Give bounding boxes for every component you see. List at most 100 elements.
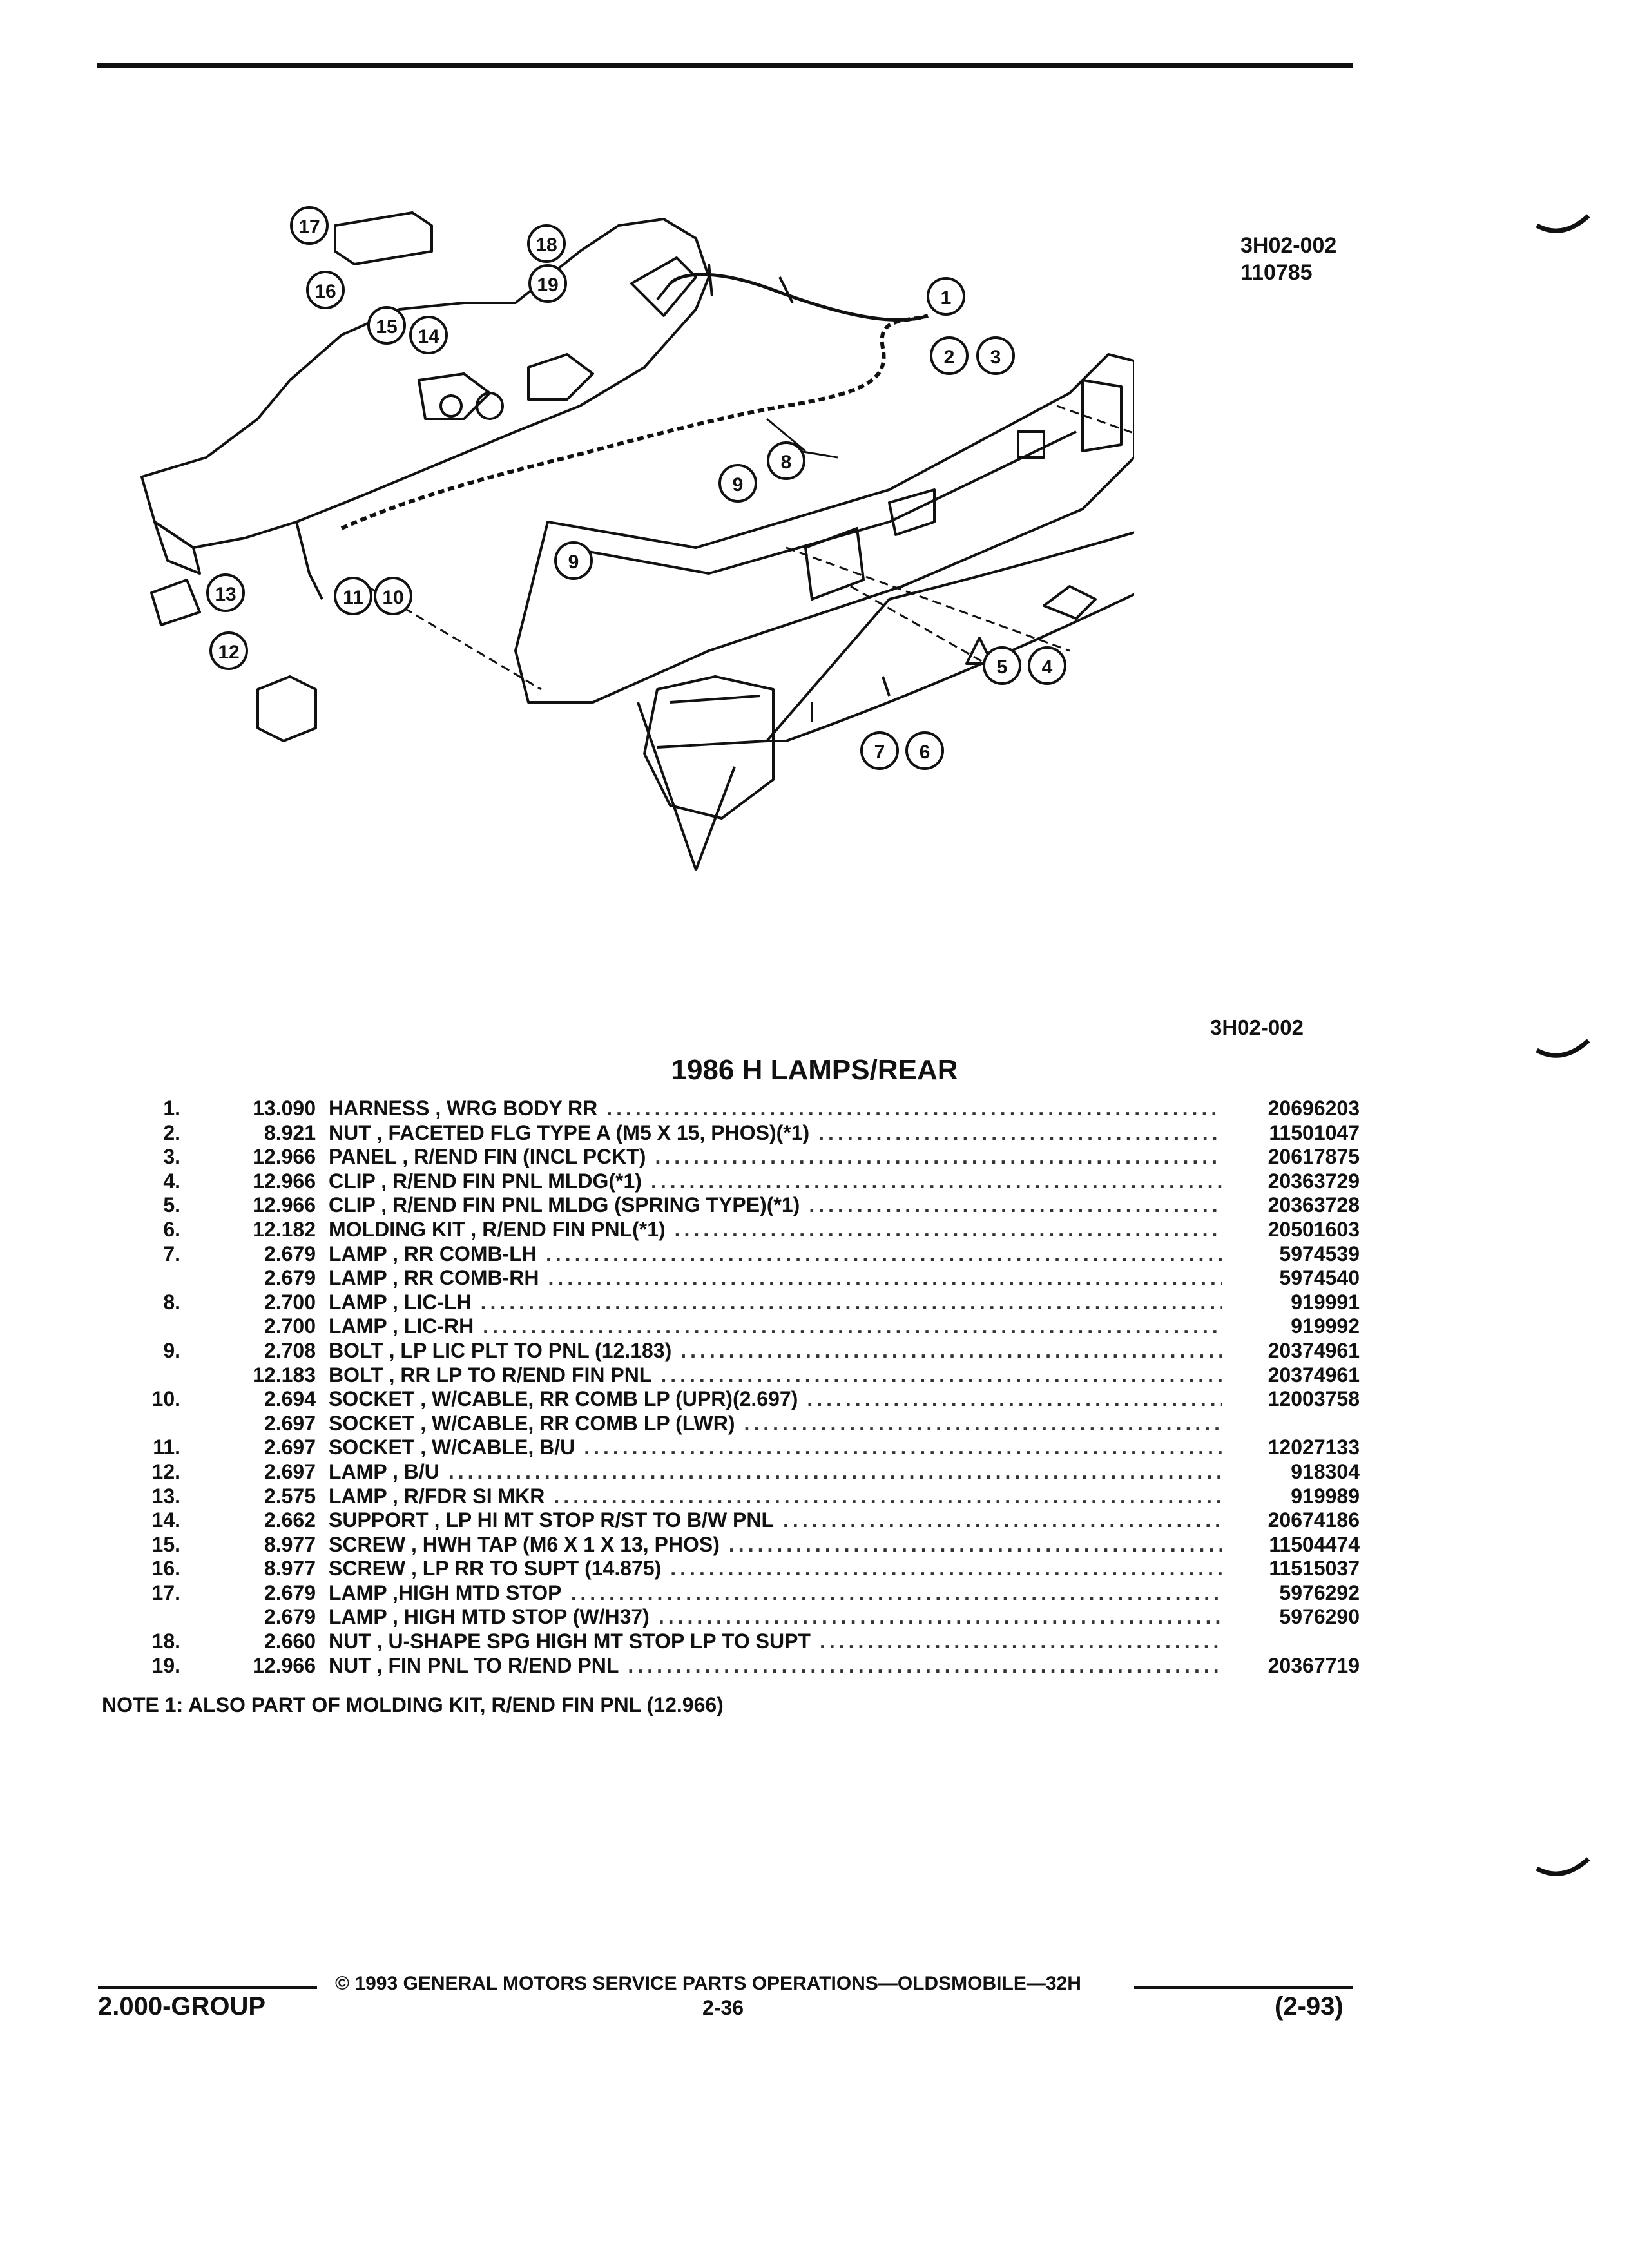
- part-description-cell: SCREW , HWH TAP (M6 X 1 X 13, PHOS).....…: [329, 1533, 1231, 1557]
- part-description: SUPPORT , LP HI MT STOP R/ST TO B/W PNL: [329, 1508, 775, 1532]
- leader-dots: ........................................…: [545, 1242, 1222, 1265]
- figure-code-bottom: 3H02-002: [1210, 1015, 1304, 1039]
- leader-dots: ........................................…: [783, 1508, 1222, 1532]
- group-number: 2.679: [264, 1581, 316, 1604]
- group-number: 2.708: [264, 1338, 316, 1362]
- item-number: 19.: [151, 1653, 180, 1677]
- part-number: 919992: [1291, 1314, 1360, 1338]
- svg-text:8: 8: [781, 452, 792, 473]
- part-number: 919989: [1291, 1484, 1360, 1508]
- exploded-parts-diagram: 17 16 15 14 18 19 1 2 3 8 9 9 13 11 10 1…: [140, 206, 1134, 871]
- part-description-cell: LAMP , LIC-RH...........................…: [329, 1314, 1231, 1338]
- callout-13: 13: [206, 573, 245, 612]
- part-description: CLIP , R/END FIN PNL MLDG(*1): [329, 1169, 642, 1193]
- part-description-cell: MOLDING KIT , R/END FIN PNL(*1).........…: [329, 1218, 1231, 1242]
- svg-text:18: 18: [535, 235, 557, 256]
- svg-text:12: 12: [218, 642, 239, 663]
- leader-dots: ........................................…: [448, 1459, 1222, 1483]
- svg-text:9: 9: [568, 552, 579, 573]
- leader-dots: ........................................…: [660, 1363, 1222, 1387]
- group-number: 2.697: [264, 1459, 316, 1483]
- part-description: SOCKET , W/CABLE, B/U: [329, 1436, 575, 1459]
- callout-11: 11: [334, 577, 372, 615]
- part-description-cell: LAMP , RR COMB-LH.......................…: [329, 1242, 1231, 1266]
- callout-5: 5: [983, 646, 1021, 685]
- svg-text:16: 16: [314, 281, 336, 302]
- part-description: SOCKET , W/CABLE, RR COMB LP (LWR): [329, 1411, 735, 1435]
- group-number: 12.183: [253, 1363, 316, 1387]
- footer-group: 2.000-GROUP: [98, 1992, 266, 2021]
- part-number: 918304: [1291, 1459, 1360, 1483]
- svg-text:2: 2: [944, 347, 955, 368]
- part-description-cell: NUT , U-SHAPE SPG HIGH MT STOP LP TO SUP…: [329, 1629, 1231, 1653]
- part-number: 20674186: [1268, 1508, 1360, 1532]
- part-description: HARNESS , WRG BODY RR: [329, 1097, 598, 1120]
- svg-text:19: 19: [537, 274, 558, 296]
- callout-10: 10: [374, 577, 412, 615]
- part-description-cell: BOLT , LP LIC PLT TO PNL (12.183).......…: [329, 1339, 1231, 1363]
- part-number: 20374961: [1268, 1363, 1360, 1387]
- group-number: 13.090: [253, 1097, 316, 1120]
- svg-text:14: 14: [418, 326, 439, 347]
- leader-dots: ........................................…: [674, 1217, 1222, 1241]
- part-number: 11515037: [1269, 1557, 1360, 1581]
- group-number: 2.662: [264, 1508, 316, 1532]
- part-description: LAMP , R/FDR SI MKR: [329, 1484, 545, 1508]
- callout-3: 3: [976, 336, 1015, 375]
- svg-text:15: 15: [376, 316, 397, 338]
- part-description-cell: PANEL , R/END FIN (INCL PCKT)...........…: [329, 1145, 1231, 1169]
- part-number: 5976290: [1279, 1605, 1360, 1629]
- part-description: LAMP ,HIGH MTD STOP: [329, 1581, 562, 1604]
- part-description-cell: NUT , FACETED FLG TYPE A (M5 X 15, PHOS)…: [329, 1121, 1231, 1145]
- part-number: 5976292: [1279, 1581, 1360, 1604]
- item-number: 16.: [151, 1557, 180, 1581]
- diagram-callouts: 17 16 15 14 18 19 1 2 3 8 9 9 13 11 10 1…: [206, 206, 1066, 770]
- part-description-cell: NUT , FIN PNL TO R/END PNL..............…: [329, 1654, 1231, 1678]
- part-description-cell: SOCKET , W/CABLE, RR COMB LP (UPR)(2.697…: [329, 1387, 1231, 1411]
- svg-text:6: 6: [920, 742, 930, 763]
- callout-14: 14: [409, 316, 448, 354]
- leader-dots: ........................................…: [658, 1605, 1222, 1629]
- leader-dots: ........................................…: [628, 1653, 1222, 1677]
- part-description: PANEL , R/END FIN (INCL PCKT): [329, 1145, 646, 1169]
- part-description-cell: LAMP ,HIGH MTD STOP.....................…: [329, 1581, 1231, 1605]
- leader-dots: ........................................…: [819, 1629, 1222, 1653]
- callout-15: 15: [367, 306, 406, 345]
- footer-rule-left: [98, 1986, 317, 1989]
- svg-text:1: 1: [941, 287, 952, 309]
- part-number: 20363728: [1268, 1193, 1360, 1217]
- leader-dots: ........................................…: [744, 1411, 1222, 1435]
- item-number: 11.: [153, 1436, 180, 1459]
- part-description: LAMP , B/U: [329, 1459, 439, 1483]
- part-description-cell: SCREW , LP RR TO SUPT (14.875)..........…: [329, 1557, 1231, 1581]
- svg-text:17: 17: [298, 216, 320, 238]
- callout-8: 8: [767, 441, 805, 480]
- leader-dots: ........................................…: [480, 1290, 1222, 1314]
- item-number: 18.: [151, 1629, 180, 1653]
- figure-code: 3H02-002: [1240, 233, 1337, 258]
- part-number: 20367719: [1268, 1653, 1360, 1677]
- part-description: LAMP , LIC-LH: [329, 1290, 472, 1314]
- item-number: 17.: [151, 1581, 180, 1604]
- part-description-cell: SOCKET , W/CABLE, RR COMB LP (LWR)......…: [329, 1412, 1231, 1436]
- item-number: 9.: [163, 1338, 180, 1362]
- part-description: LAMP , RR COMB-LH: [329, 1242, 537, 1265]
- group-number: 12.966: [253, 1169, 316, 1193]
- margin-mark: [1536, 214, 1590, 233]
- footnote: NOTE 1: ALSO PART OF MOLDING KIT, R/END …: [102, 1693, 724, 1716]
- footer-date: (2-93): [1275, 1992, 1344, 2021]
- callout-16: 16: [306, 271, 345, 309]
- leader-dots: ........................................…: [650, 1169, 1222, 1193]
- part-description-cell: LAMP , R/FDR SI MKR.....................…: [329, 1485, 1231, 1508]
- callout-12: 12: [209, 631, 248, 670]
- callout-18: 18: [527, 224, 566, 263]
- parts-row: 17. 2.679 LAMP ,HIGH MTD STOP.............…: [129, 1581, 1360, 1606]
- group-number: 2.679: [264, 1242, 316, 1265]
